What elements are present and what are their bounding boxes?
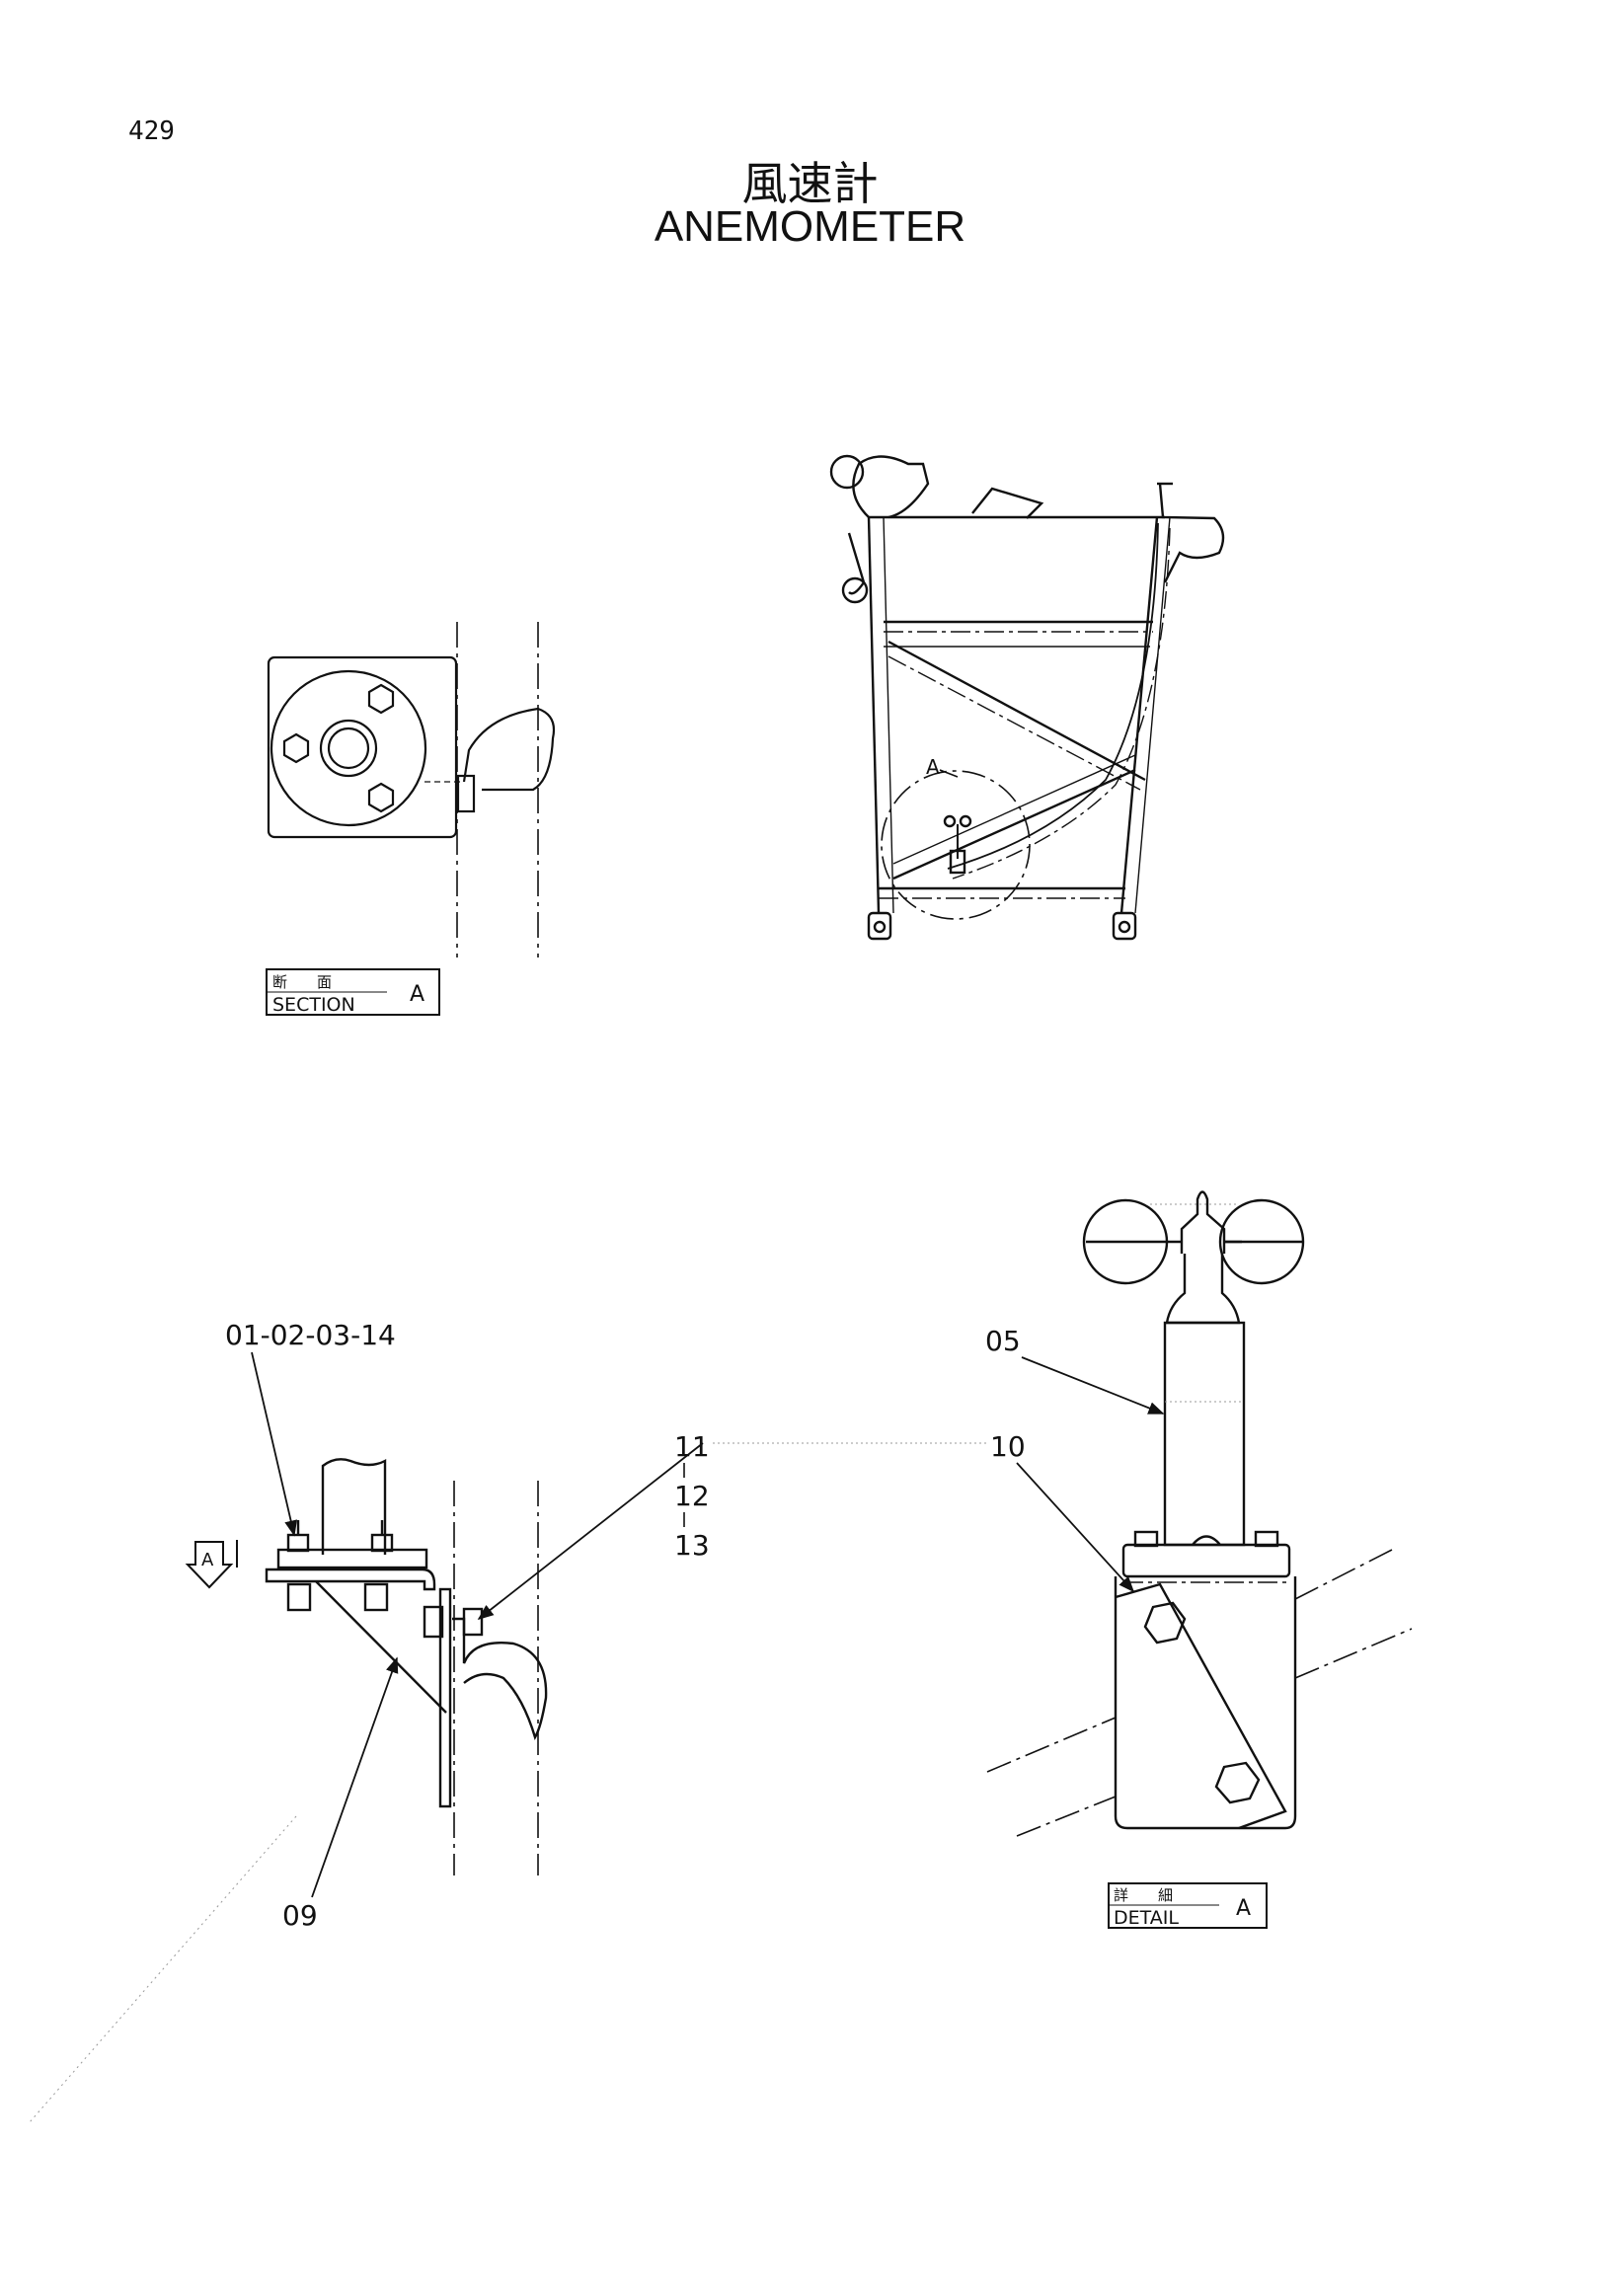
flange-bore-inner — [327, 727, 370, 770]
callout-05: 05 — [985, 1325, 1021, 1357]
section-label-text: SECTION — [272, 994, 355, 1016]
callout-11: 11 — [674, 1430, 710, 1463]
callout-01-02-03-14: 01-02-03-14 — [225, 1319, 396, 1351]
view-arrow-a: A — [185, 1540, 238, 1589]
mounting-plate — [267, 655, 458, 839]
page-number: 429 — [128, 116, 175, 146]
clamp-nut — [456, 774, 476, 813]
crane-frame-overview — [829, 454, 1225, 941]
detail-a-view — [986, 1190, 1413, 1837]
page-title-english: ANEMOMETER — [654, 202, 966, 251]
detail-label-text: DETAIL — [1114, 1907, 1179, 1929]
detail-circle-label: A — [926, 755, 940, 779]
hex-bolt-icon — [367, 782, 395, 813]
section-label-letter: A — [410, 982, 424, 1007]
anemometer-body — [1163, 1321, 1246, 1547]
flange-outer — [270, 669, 427, 827]
hex-bolt-icon — [1143, 1601, 1187, 1645]
flange-bore-outer — [319, 719, 378, 778]
callout-09: 09 — [282, 1899, 318, 1932]
section-label-box: 断 面 SECTION A — [266, 968, 440, 1016]
section-label-jp: 断 面 — [272, 973, 332, 991]
hex-bolt-icon — [1214, 1761, 1261, 1804]
side-view-bracket — [265, 1458, 548, 1875]
hex-bolt-icon — [367, 683, 395, 715]
section-a-view — [267, 622, 556, 957]
callout-10: 10 — [990, 1430, 1026, 1463]
clamp-strap — [462, 707, 556, 792]
detail-a-circle — [881, 770, 1031, 920]
view-arrow-letter: A — [201, 1550, 214, 1570]
hex-bolt-icon — [282, 732, 310, 764]
callout-12: 12 — [674, 1480, 710, 1512]
detail-label-jp: 詳 細 — [1114, 1886, 1173, 1904]
callout-13: 13 — [674, 1529, 710, 1562]
page-title-japanese: 風速計 — [741, 157, 879, 210]
detail-label-box: 詳 細 DETAIL A — [1108, 1882, 1268, 1929]
detail-label-letter: A — [1236, 1896, 1251, 1921]
